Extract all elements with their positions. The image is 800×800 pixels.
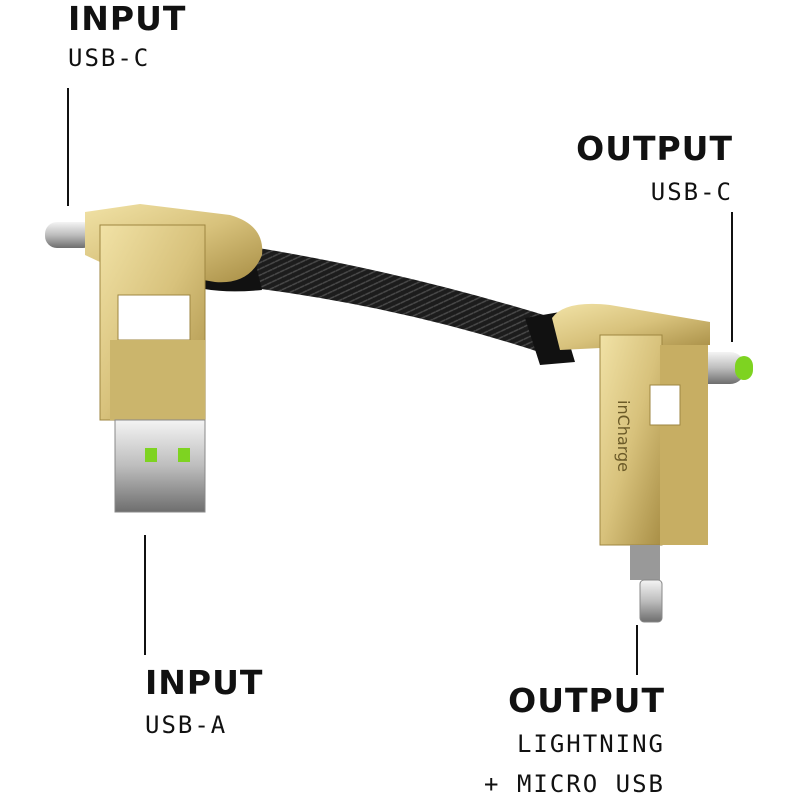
input-usb-a-leader-line: [144, 535, 146, 655]
output-usb-c-type: USB-C: [650, 178, 733, 206]
output-micro-usb-type: + MICRO USB: [484, 770, 665, 798]
output-lightning-title: OUTPUT: [508, 681, 665, 720]
left-connector-head: [45, 204, 263, 513]
output-lightning-type: LIGHTNING: [516, 730, 665, 758]
input-usb-a-title: INPUT: [145, 663, 264, 702]
brand-logo: inCharge: [614, 400, 633, 472]
output-usb-c-title: OUTPUT: [576, 129, 733, 168]
input-usb-a-type: USB-A: [145, 711, 228, 739]
usb-a-input-plug: [114, 419, 206, 513]
output-lightning-leader-line: [636, 625, 638, 675]
right-connector-head: inCharge: [552, 303, 753, 623]
output-usb-c-leader-line: [731, 212, 733, 342]
input-usb-c-leader-line: [67, 88, 69, 206]
input-usb-c-type: USB-C: [68, 44, 151, 72]
usb-c-input-plug: [45, 222, 95, 248]
input-usb-c-title: INPUT: [68, 0, 187, 38]
lightning-output-plug: [639, 579, 663, 623]
